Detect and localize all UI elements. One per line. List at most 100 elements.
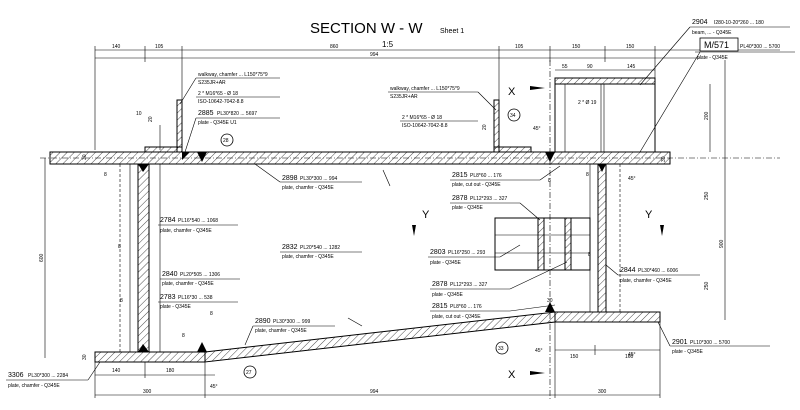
bottom-plate <box>94 351 206 363</box>
callout-2815b-id: 2815 <box>432 303 448 310</box>
callout-2844-id: 2844 <box>620 267 636 274</box>
weld-8e: 8 <box>548 178 551 184</box>
callout-3306-mat: plate, chamfer - Q345E <box>8 383 60 389</box>
callout-2890-spec: PL30*300 ... 999 <box>273 319 310 325</box>
callout-m571-mat: plate - Q345E <box>697 55 729 61</box>
circle-27: 27 <box>246 370 252 376</box>
section-y-right: Y <box>645 209 653 221</box>
weld-8d: 8 <box>182 333 185 339</box>
callout-3306-spec: PL30*300 ... 2284 <box>28 373 68 379</box>
dim-top-994: 994 <box>370 52 379 58</box>
callout-walkway1-mat: S235JR+AR <box>198 80 226 86</box>
m571-box <box>699 37 739 52</box>
callout-2840-spec: PL20*505 ... 1306 <box>180 272 220 278</box>
angle-45a: 45° <box>210 384 218 390</box>
callout-2815a-id: 2815 <box>452 172 468 179</box>
callout-2815b-spec: PL8*60 ... 176 <box>450 304 482 310</box>
callout-bolt1-mat: ISO-10642-7042-8.8 <box>198 99 244 105</box>
callout-2901-mat: plate - Q345E <box>672 349 704 355</box>
callout-2783-mat: plate - Q345E <box>160 304 192 310</box>
callout-2904-spec: I280-10-20*260 ... 180 <box>714 20 764 26</box>
weld-8c: 8 <box>120 298 123 304</box>
callout-2784-id: 2784 <box>160 217 176 224</box>
sheet-label: Sheet 1 <box>440 28 464 35</box>
dim-bot-180: 180 <box>166 368 175 374</box>
callout-2815a-mat: plate, cut out - Q345E <box>452 182 501 188</box>
dim-top-145: 145 <box>627 64 636 70</box>
angle-45b: 45° <box>533 126 541 132</box>
angle-45e: 45° <box>628 352 636 358</box>
callout-m571-spec: PL40*300 ... 5700 <box>740 44 780 50</box>
section-title: SECTION W - W <box>310 20 423 37</box>
dim-side-900: 900 <box>719 239 725 248</box>
callout-2784-mat: plate, chamfer - Q345E <box>160 228 212 234</box>
dim-side-250: 250 <box>704 191 710 200</box>
scale-label: 1:5 <box>382 40 394 49</box>
callout-2901-spec: PL10*300 ... 5700 <box>690 340 730 346</box>
weld-8a: 8 <box>104 172 107 178</box>
callout-2878a-mat: plate - Q345E <box>452 205 484 211</box>
callout-2890-id: 2890 <box>255 318 271 325</box>
callout-2840-id: 2840 <box>162 271 178 278</box>
dim-bot-160: 160 <box>625 354 634 360</box>
callout-2815b-mat: plate, cut out - Q345E <box>432 314 481 320</box>
callout-walkway2-spec: walkway, chamfer ... L150*75*9 <box>390 86 460 92</box>
dim-side-30: 30 <box>82 154 88 160</box>
dim-bot-300b: 300 <box>598 389 607 395</box>
callout-2901-id: 2901 <box>672 339 688 346</box>
callout-2784-spec: PL16*540 ... 1068 <box>178 218 218 224</box>
dim-top-55: 55 <box>562 64 568 70</box>
section-x-top: X <box>508 86 516 98</box>
dim-side-30d: 30 <box>661 156 667 162</box>
callout-2890-mat: plate, chamfer - Q345E <box>255 328 307 334</box>
callout-2898-spec: PL30*300 ... 994 <box>300 176 337 182</box>
dim-side-200: 200 <box>704 111 710 120</box>
callout-2885-mat: plate - Q345E U1 <box>198 120 237 126</box>
callout-2904-id: 2904 <box>692 19 708 26</box>
callout-2815a-spec: PL8*60 ... 176 <box>470 173 502 179</box>
callout-2878a-spec: PL12*293 ... 327 <box>470 196 507 202</box>
dim-side-600: 600 <box>39 253 45 262</box>
callout-2844-mat: plate, chamfer - Q345E <box>620 278 672 284</box>
bottom-plate-right <box>554 311 661 323</box>
callout-2783-spec: PL16*30 ... 538 <box>178 295 213 301</box>
callout-2832-id: 2832 <box>282 244 298 251</box>
callout-2885-id: 2885 <box>198 110 214 117</box>
weld-10: 10 <box>136 111 142 117</box>
callout-bolt1-spec: 2 * M16*65 - Ø 18 <box>198 91 238 97</box>
callout-2803-spec: PL16*250 ... 293 <box>448 250 485 256</box>
circle-33: 33 <box>498 346 504 352</box>
callout-2898-mat: plate, chamfer - Q345E <box>282 185 334 191</box>
callout-2878b-id: 2878 <box>432 281 448 288</box>
dim-bot-140: 140 <box>112 368 121 374</box>
dim-bot-150: 150 <box>570 354 579 360</box>
callout-2885-spec: PL30*820 ... 5697 <box>217 111 257 117</box>
callout-2878a-id: 2878 <box>452 195 468 202</box>
callout-2878b-spec: PL12*293 ... 327 <box>450 282 487 288</box>
callout-2878b-mat: plate - Q345E <box>432 292 464 298</box>
dim-top-90: 90 <box>587 64 593 70</box>
callout-2803-id: 2803 <box>430 249 446 256</box>
dim-top-150: 150 <box>572 44 581 50</box>
weld-8g: 8 <box>586 172 589 178</box>
dim-bot-300: 300 <box>143 389 152 395</box>
callout-2783-id: 2783 <box>160 294 176 301</box>
dim-side-20: 20 <box>148 116 154 122</box>
weld-8h: 8 <box>210 311 213 317</box>
left-web-plate <box>137 163 150 353</box>
circle-28: 28 <box>223 138 229 144</box>
callout-2904-mat: beam, ... - Q345E <box>692 30 732 36</box>
callout-2832-mat: plate, chamfer - Q345E <box>282 254 334 260</box>
callout-2832-spec: PL20*540 ... 1282 <box>300 245 340 251</box>
callout-2844-spec: PL30*460 ... 6006 <box>638 268 678 274</box>
dim-top-150b: 150 <box>626 44 635 50</box>
dim-top-105: 105 <box>155 44 164 50</box>
weld-8b: 8 <box>118 244 121 250</box>
dim-top-105b: 105 <box>515 44 524 50</box>
dim-side-30b: 30 <box>82 354 88 360</box>
section-x-bottom: X <box>508 369 516 381</box>
callout-bolt2-spec: 2 * M16*65 - Ø 18 <box>402 115 442 121</box>
m571-label: M/571 <box>704 40 729 50</box>
middle-walkway-angle <box>493 99 500 153</box>
